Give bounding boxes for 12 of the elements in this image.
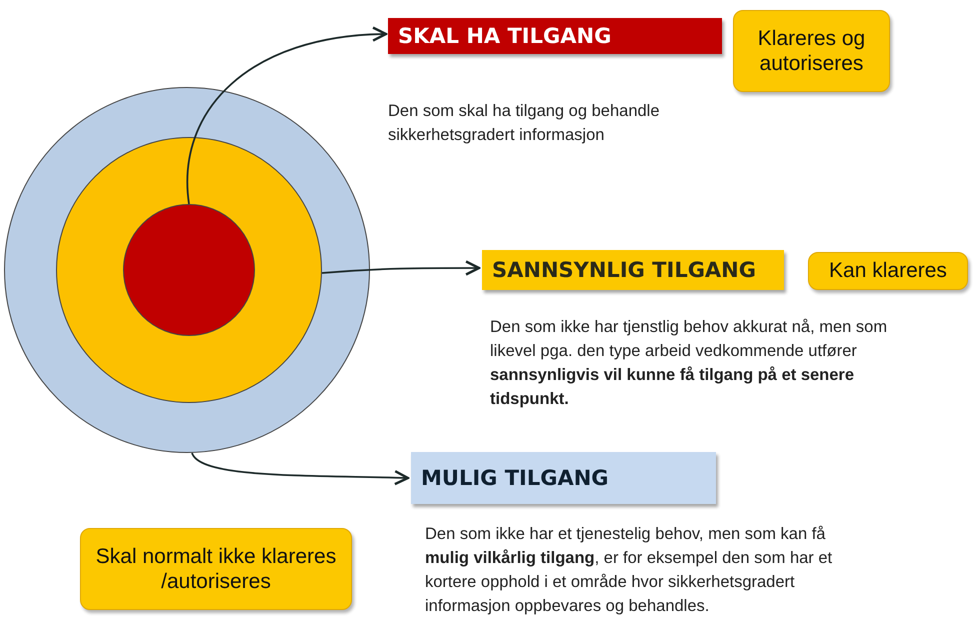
description-text: Den som skal ha tilgang og behandle sikkerhetsgradert informasjon	[388, 101, 661, 146]
category-banner: SKAL HA TILGANG	[388, 18, 722, 54]
description-text: Den som ikke har tjenstlig behov akkurat nå, men som likevel pga. den type arbeid vedkommende utfører sannsynligvis vil kunne få tilgang på et senere tidspunkt.	[490, 317, 888, 410]
description-text: Den som ikke har et tjenestelig behov, men som kan få mulig vilkårlig tilgang, er for eksempel den som har et kortere opphold i et område hvor sikkerhetsgradert informasjon oppbevares og behandles.	[425, 524, 834, 617]
status-badge: Skal normalt ikke klareres /autoriseres	[80, 528, 352, 610]
category-banner: MULIG TILGANG	[411, 452, 716, 504]
arrow	[186, 27, 388, 204]
arrow	[322, 260, 480, 276]
status-badge: Kan klareres	[808, 252, 968, 290]
status-badge: Klareres og autoriseres	[733, 10, 890, 92]
category-banner: SANNSYNLIG TILGANG	[482, 250, 784, 290]
arrow	[191, 452, 410, 486]
